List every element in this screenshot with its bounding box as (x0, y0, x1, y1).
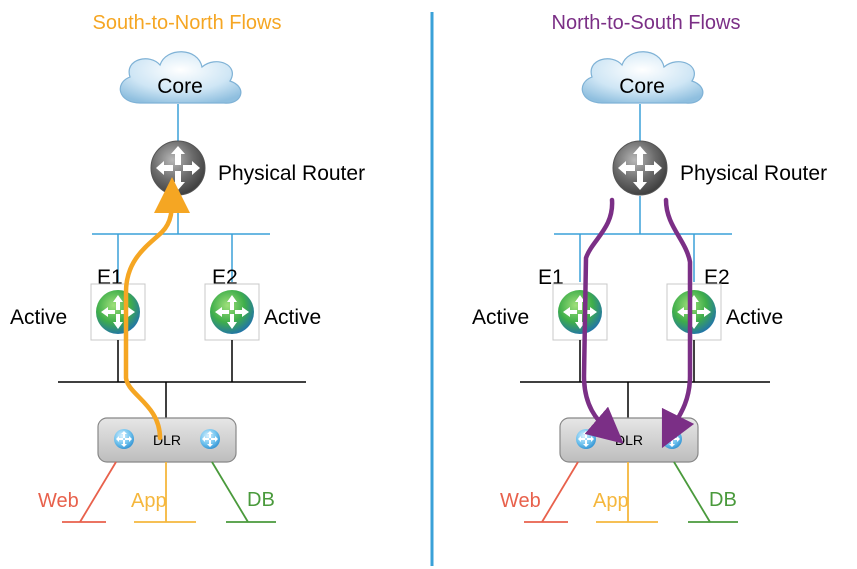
panel-title: South-to-North Flows (93, 12, 282, 34)
db-segment-link (211, 461, 249, 523)
north-to-south-flow-arrow-e1 (581, 197, 624, 444)
core-label: Core (157, 75, 203, 98)
edge-router-icon (90, 283, 146, 341)
router-label: Physical Router (218, 162, 365, 185)
router-icon (612, 140, 668, 196)
web-label: Web (38, 490, 79, 512)
dlr-box (97, 417, 237, 463)
edge-e2-state: Active (726, 306, 783, 329)
north-to-south-flow-arrow-e2 (661, 197, 695, 449)
edge-router-icon (204, 283, 260, 341)
edge-e1-state: Active (472, 306, 529, 329)
edge-e1-name: E1 (97, 266, 123, 289)
panel-north-to-south: North-to-South Flows Core Physical Route… (472, 12, 827, 523)
web-label: Web (500, 490, 541, 512)
db-segment-link (673, 461, 711, 523)
dlr-node-icon (114, 429, 134, 449)
edge-e2-name: E2 (704, 266, 730, 289)
edge-router-icon (666, 283, 722, 341)
panel-title: North-to-South Flows (552, 12, 741, 34)
db-label: DB (247, 489, 275, 511)
dlr-node-icon (200, 429, 220, 449)
edge-e2-name: E2 (212, 266, 238, 289)
router-icon (150, 140, 206, 196)
web-segment-link (79, 461, 117, 523)
dlr-node-icon (576, 429, 596, 449)
dlr-label: DLR (615, 432, 643, 448)
south-to-north-flow-arrow (123, 177, 190, 441)
edge-e2-state: Active (264, 306, 321, 329)
edge-e1-name: E1 (538, 266, 564, 289)
db-label: DB (709, 489, 737, 511)
web-segment-link (541, 461, 579, 523)
edge-router-icon (552, 283, 608, 341)
router-label: Physical Router (680, 162, 827, 185)
app-label: App (593, 490, 629, 512)
dlr-label: DLR (153, 432, 181, 448)
edge-e1-state: Active (10, 306, 67, 329)
core-label: Core (619, 75, 665, 98)
panel-south-to-north: South-to-North Flows Core Physical Route… (10, 12, 365, 523)
app-label: App (131, 490, 167, 512)
